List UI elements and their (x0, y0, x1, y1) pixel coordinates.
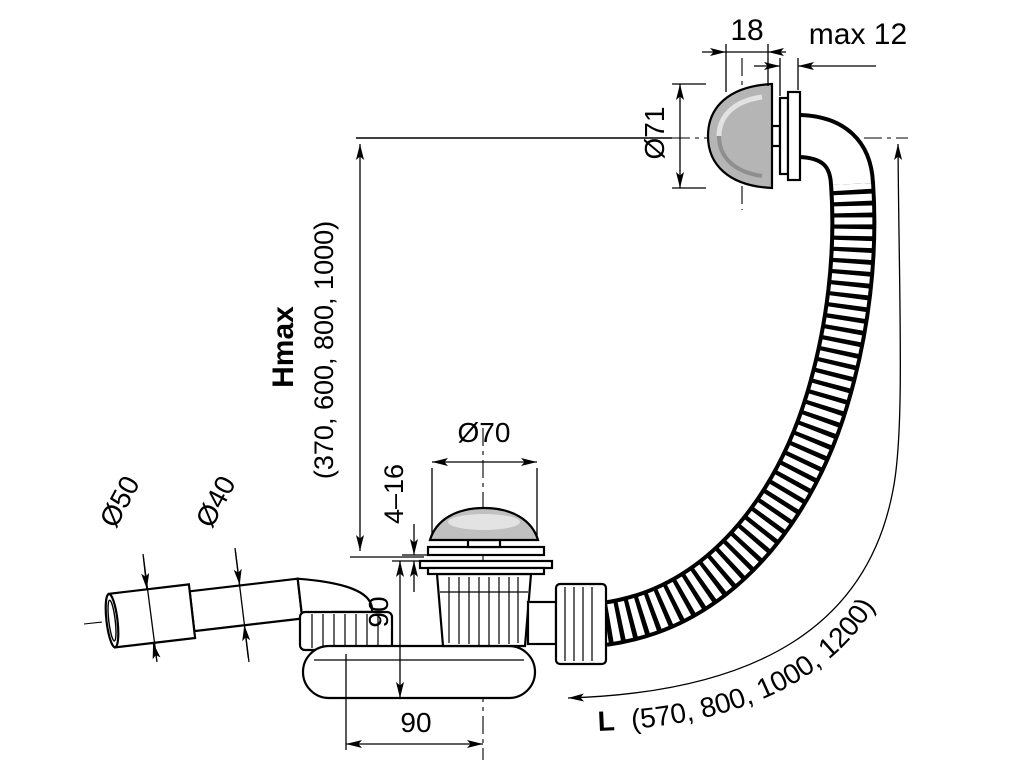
outlet-pipe-large-section (107, 583, 197, 649)
outlet-pipe (104, 577, 374, 649)
hose-connection (526, 582, 608, 666)
hmax-label: Hmax (267, 306, 300, 388)
overflow-elbow (798, 117, 871, 186)
overflow-cap-highlight (716, 94, 763, 137)
flex-hose (600, 181, 877, 647)
overflow-flange-inner (778, 96, 790, 176)
overflow-assembly (706, 82, 875, 190)
tee-connector (526, 600, 558, 646)
outlet-pipe-end-face (104, 592, 120, 649)
adjustment-range-label: 4–16 (379, 464, 409, 524)
drain-assembly (418, 506, 554, 648)
outlet-pipe-opening (107, 599, 117, 642)
cap-offset-label: 18 (730, 14, 763, 47)
overflow-diameter-label: Ø71 (639, 107, 670, 160)
strainer-body (435, 572, 533, 648)
side-outlet-nut-ribs (311, 614, 379, 648)
hmax-values-label: (370, 600, 800, 1000) (309, 221, 339, 479)
trap-base (298, 610, 537, 700)
outlet-diameter-small-label: Ø40 (189, 471, 241, 532)
hose-length-dimension-curve (567, 143, 903, 702)
outlet-offset-label: 90 (400, 707, 431, 738)
overflow-cap-stem (770, 124, 782, 148)
plug-flange (426, 545, 546, 557)
drain-flange-lower (426, 566, 546, 576)
overflow-flange-outer (786, 90, 802, 182)
trap-height-label: 90 (363, 596, 394, 627)
dimensions (141, 44, 903, 750)
plug-diameter-label: Ø70 (458, 417, 511, 448)
strainer-slots (440, 577, 528, 645)
hose-length-letter: L (597, 705, 616, 737)
outlet-pipe-small-section (188, 577, 304, 633)
wall-thickness-label: max 12 (809, 18, 907, 51)
outlet-diameter-large-label: Ø50 (93, 471, 145, 532)
drain-plug-highlight (448, 514, 520, 530)
hose-nut (554, 582, 608, 666)
base-flange (301, 644, 537, 700)
